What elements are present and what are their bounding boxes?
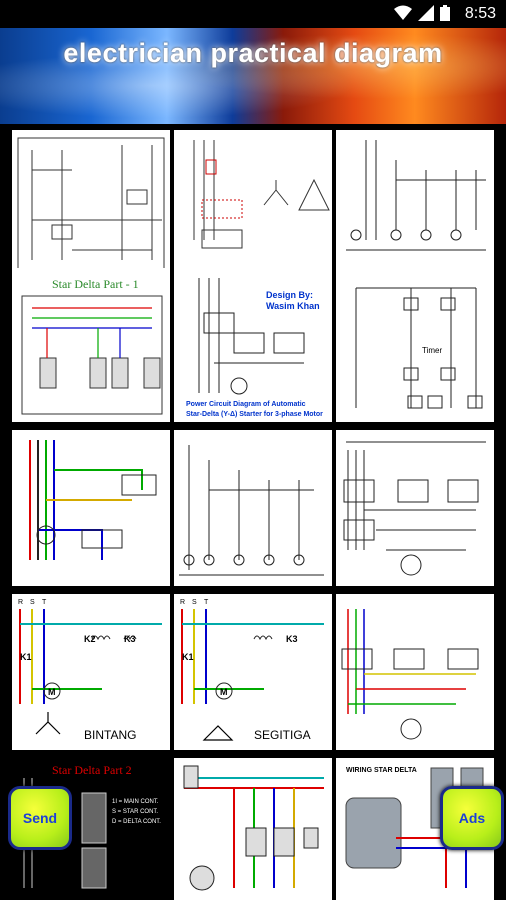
status-bar: 8:53: [0, 0, 506, 28]
diagram-grid: Star Delta Part - 1 Design By: Wasim Kha…: [0, 124, 506, 900]
thumbnail-caption: K3: [286, 634, 298, 644]
thumbnail-caption: S: [30, 599, 35, 606]
diagram-thumbnail[interactable]: Star Delta Part - 1: [12, 268, 170, 422]
thumbnail-caption: D = DELTA CONT.: [112, 819, 161, 825]
circuit-diagram-image: [29, 440, 157, 560]
diagram-thumbnail[interactable]: Star Delta Part 2 1I = MAIN CONT. S = ST…: [12, 758, 170, 900]
circuit-diagram-image: Star Delta Part 2 1I = MAIN CONT. S = ST…: [23, 763, 161, 889]
diagram-thumbnail[interactable]: [174, 430, 332, 586]
thumbnail-caption: Star-Delta (Y-Δ) Starter for 3-phase Mot…: [186, 411, 323, 418]
diagram-thumbnail[interactable]: R S T K3 K1 M SEGITIGA: [174, 594, 332, 750]
lightning-background: [0, 28, 506, 124]
diagram-thumbnail[interactable]: R S T K2 K1 K3 M BINTANG: [12, 594, 170, 750]
thumbnail-caption: R: [18, 599, 23, 606]
diagram-thumbnail[interactable]: [12, 430, 170, 586]
circuit-diagram-image: Timer: [355, 287, 483, 409]
send-button[interactable]: Send: [8, 786, 72, 850]
thumbnail-caption: T: [204, 599, 209, 606]
circuit-diagram-image: [179, 445, 324, 576]
thumbnail-caption: T: [42, 599, 47, 606]
diagram-thumbnail[interactable]: WIRING STAR DELTA: [336, 758, 494, 900]
app-title: electrician practical diagram: [63, 38, 443, 68]
circuit-diagram-image: [193, 140, 330, 249]
circuit-diagram-image: [343, 441, 486, 576]
thumbnail-caption: Wasim Khan: [266, 301, 320, 311]
diagram-thumbnail[interactable]: Timer: [336, 268, 494, 422]
diagram-thumbnail[interactable]: [174, 758, 332, 900]
thumbnail-caption: S = STAR CONT.: [112, 809, 158, 815]
circuit-diagram-image: [346, 140, 486, 251]
thumbnail-caption: K2: [84, 634, 96, 644]
thumbnail-caption: Star Delta Part 2: [52, 763, 132, 777]
circuit-diagram-image: Star Delta Part - 1: [21, 277, 163, 415]
app-header-banner: electrician practical diagram: [0, 28, 506, 124]
thumbnail-caption: M: [48, 687, 56, 697]
diagram-thumbnail[interactable]: Design By: Wasim Khan Power Circuit Diag…: [174, 268, 332, 422]
circuit-diagram-image: R S T K3 K1 M SEGITIGA: [180, 599, 324, 742]
thumbnail-caption: R: [180, 599, 185, 606]
diagram-thumbnail[interactable]: [174, 130, 332, 280]
thumbnail-caption: BINTANG: [84, 728, 136, 742]
circuit-diagram-image: R S T K2 K1 K3 M BINTANG: [18, 599, 162, 742]
circuit-diagram-image: Design By: Wasim Khan Power Circuit Diag…: [186, 278, 323, 418]
thumbnail-caption: K1: [182, 652, 194, 662]
circuit-diagram-image: [341, 609, 479, 740]
circuit-diagram-image: [17, 137, 165, 275]
thumbnail-caption: M: [220, 687, 228, 697]
thumbnail-caption: 1I = MAIN CONT.: [112, 799, 159, 805]
wifi-icon: [394, 5, 412, 20]
thumbnail-caption: Timer: [422, 346, 442, 355]
diagram-thumbnail[interactable]: [336, 594, 494, 750]
status-time: 8:53: [464, 5, 496, 22]
status-icons: [394, 5, 450, 21]
thumbnail-caption: Star Delta Part - 1: [52, 277, 139, 291]
thumbnail-caption: S: [192, 599, 197, 606]
diagram-thumbnail[interactable]: [336, 430, 494, 586]
thumbnail-caption: K1: [20, 652, 32, 662]
thumbnail-caption: Design By:: [266, 290, 313, 300]
thumbnail-caption: K3: [124, 634, 136, 644]
battery-icon: [440, 5, 450, 21]
circuit-diagram-image: [183, 765, 324, 891]
thumbnail-caption: Power Circuit Diagram of Automatic: [186, 401, 306, 408]
ads-button[interactable]: Ads: [440, 786, 504, 850]
diagram-thumbnail[interactable]: [12, 130, 170, 280]
thumbnail-caption: WIRING STAR DELTA: [346, 767, 417, 774]
thumbnail-caption: SEGITIGA: [254, 728, 311, 742]
diagram-thumbnail[interactable]: [336, 130, 494, 280]
signal-icon: [418, 5, 434, 21]
